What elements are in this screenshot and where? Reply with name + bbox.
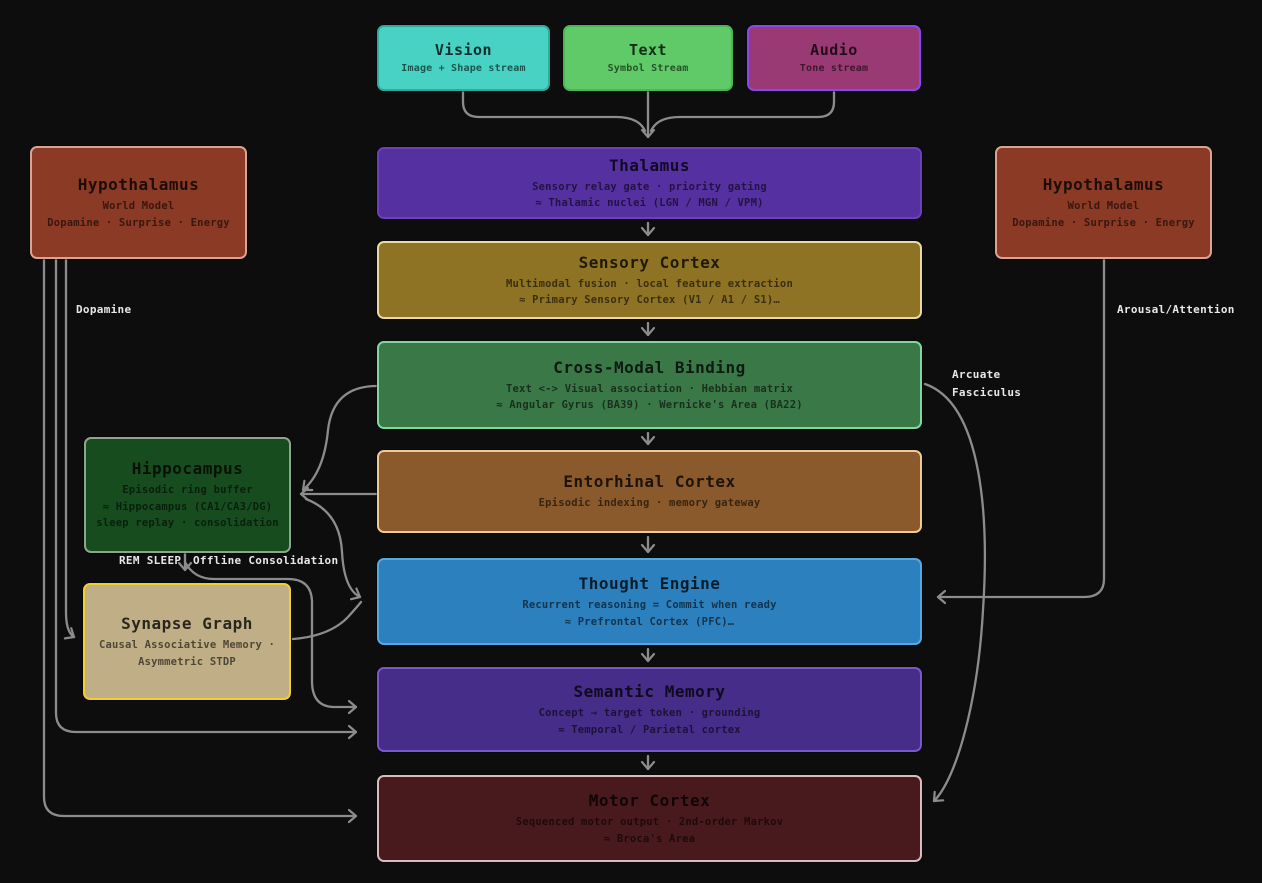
edge-dopamine-to-semantic (54, 257, 358, 740)
vision-title: Vision (434, 41, 493, 59)
semantic-memory-title: Semantic Memory (573, 682, 726, 701)
synapse-graph-subtitle: Causal Associative Memory · (98, 639, 276, 651)
semantic-memory-subtitle: Concept → target token · grounding (538, 707, 761, 719)
motor-cortex-subtitle: Sequenced motor output · 2nd-order Marko… (515, 816, 784, 828)
hippocampus-subtitle: sleep replay · consolidation (96, 517, 279, 530)
thought-engine-subtitle: ≈ Prefrontal Cortex (PFC)… (564, 615, 735, 628)
edge-crossmodal-to-hippocampus (301, 384, 379, 492)
edge-synapse-to-thought (291, 600, 363, 641)
synapse-graph-subtitle: Asymmetric STDP (138, 655, 236, 668)
thalamus-title: Thalamus (608, 155, 691, 175)
semantic-memory-subtitle: ≈ Temporal / Parietal cortex (558, 723, 741, 736)
edge-hippocampus-to-thought (304, 497, 362, 601)
cross-modal-binding-title: Cross-Modal Binding (553, 357, 746, 377)
hypothalamus-right-subtitle: World Model (1067, 200, 1140, 212)
motor-cortex-title: Motor Cortex (588, 791, 711, 810)
hypothalamus-left-title: Hypothalamus (77, 175, 200, 194)
edge-audio-to-thalamus (649, 90, 836, 133)
dopamine-label: Dopamine (76, 303, 132, 316)
vision-subtitle: Image + Shape stream (401, 63, 526, 74)
edge-arousal-to-thought (936, 257, 1106, 605)
hypothalamus-right-title: Hypothalamus (1042, 175, 1165, 194)
edge-vision-to-thalamus (461, 90, 647, 133)
edge-dopamine-to-synapse (63, 257, 76, 640)
hypothalamus-right-subtitle: Dopamine · Surprise · Energy (1012, 216, 1195, 229)
cross-modal-binding-subtitle: ≈ Angular Gyrus (BA39) · Wernicke's Area… (496, 399, 803, 411)
text-title: Text (628, 41, 668, 59)
hypothalamus-left-subtitle: World Model (102, 200, 175, 212)
arcuate-fasciculus-label-line2: Fasciculus (952, 386, 1022, 399)
arcuate-fasciculus-label-line1: Arcuate (952, 368, 1001, 381)
sensory-cortex-subtitle: Multimodal fusion · local feature extrac… (506, 277, 793, 290)
synapse-graph-title: Synapse Graph (121, 614, 253, 633)
hippocampus-subtitle: ≈ Hippocampus (CA1/CA3/DG) (102, 500, 273, 513)
edge-hippocampus-to-semantic (183, 560, 358, 715)
hypothalamus-left-subtitle: Dopamine · Surprise · Energy (47, 216, 230, 229)
thought-engine-title: Thought Engine (578, 574, 721, 593)
hippocampus-subtitle: Episodic ring buffer (122, 484, 253, 497)
sensory-cortex-subtitle: ≈ Primary Sensory Cortex (V1 / A1 / S1)… (519, 294, 780, 306)
motor-cortex-subtitle: ≈ Broca's Area (603, 832, 696, 845)
entorhinal-cortex-subtitle: Episodic indexing · memory gateway (538, 497, 761, 510)
thalamus-subtitle: Sensory relay gate · priority gating (532, 180, 767, 193)
entorhinal-cortex-title: Entorhinal Cortex (563, 472, 736, 492)
text-subtitle: Symbol Stream (607, 63, 689, 74)
cross-modal-binding-subtitle: Text <-> Visual association · Hebbian ma… (506, 382, 793, 395)
thalamus-subtitle: ≈ Thalamic nuclei (LGN / MGN / VPM) (535, 197, 764, 209)
arousal-attention-label: Arousal/Attention (1117, 303, 1235, 316)
audio-title: Audio (810, 41, 858, 59)
hippocampus-title: Hippocampus (131, 459, 244, 479)
thought-engine-subtitle: Recurrent reasoning = Commit when ready (522, 599, 777, 611)
sensory-cortex-title: Sensory Cortex (578, 252, 721, 272)
edge-dopamine-to-motor (42, 257, 358, 824)
rem-sleep-label: REM SLEEP (119, 554, 182, 567)
offline-consolidation-label: Offline Consolidation (193, 554, 339, 567)
audio-subtitle: Tone stream (799, 63, 869, 74)
edge-arcuate-crossmodal-to-motor (923, 382, 986, 803)
